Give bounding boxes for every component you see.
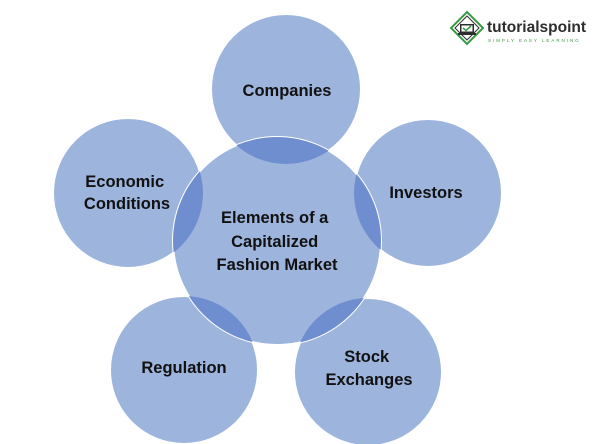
tutorialspoint-logo: tutorialspoint SIMPLY EASY LEARNING (449, 10, 586, 46)
logo-tagline: SIMPLY EASY LEARNING (488, 38, 581, 43)
node-label-economic-conditions: Economic Conditions (84, 173, 170, 213)
node-label-regulation: Regulation (141, 359, 226, 377)
node-circle-regulation (109, 295, 259, 444)
center-label: Elements of a Capitalized Fashion Market (216, 209, 338, 274)
book-laptop-icon (449, 10, 485, 46)
node-circle-stock-exchanges (293, 297, 443, 444)
node-label-companies: Companies (243, 82, 332, 100)
node-label-stock-exchanges: Stock Exchanges (325, 348, 412, 389)
node-label-investors: Investors (389, 184, 462, 202)
logo-wordmark: tutorialspoint (487, 19, 586, 36)
